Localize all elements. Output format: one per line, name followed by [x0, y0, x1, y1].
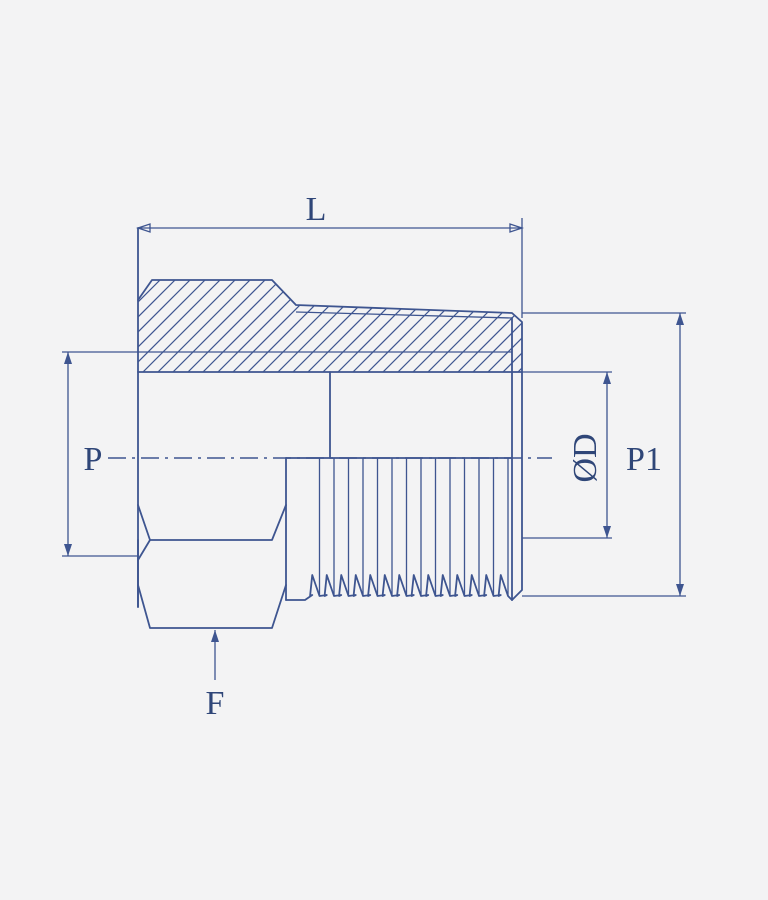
dimension-l: L — [135, 191, 525, 318]
dimension-label-d: ØD — [567, 433, 604, 482]
dimension-p1: P1 — [522, 312, 686, 597]
dimension-label-f: F — [206, 685, 225, 722]
dimension-label-p: P — [84, 441, 103, 478]
dimension-label-l: L — [306, 191, 327, 228]
hex-body — [137, 457, 287, 629]
dimension-p: P — [62, 351, 138, 557]
dimension-d: ØD — [522, 371, 612, 539]
section-hatching — [138, 280, 522, 372]
dimension-f: F — [206, 630, 225, 722]
dimension-label-p1: P1 — [626, 441, 662, 478]
male-thread — [285, 457, 513, 601]
